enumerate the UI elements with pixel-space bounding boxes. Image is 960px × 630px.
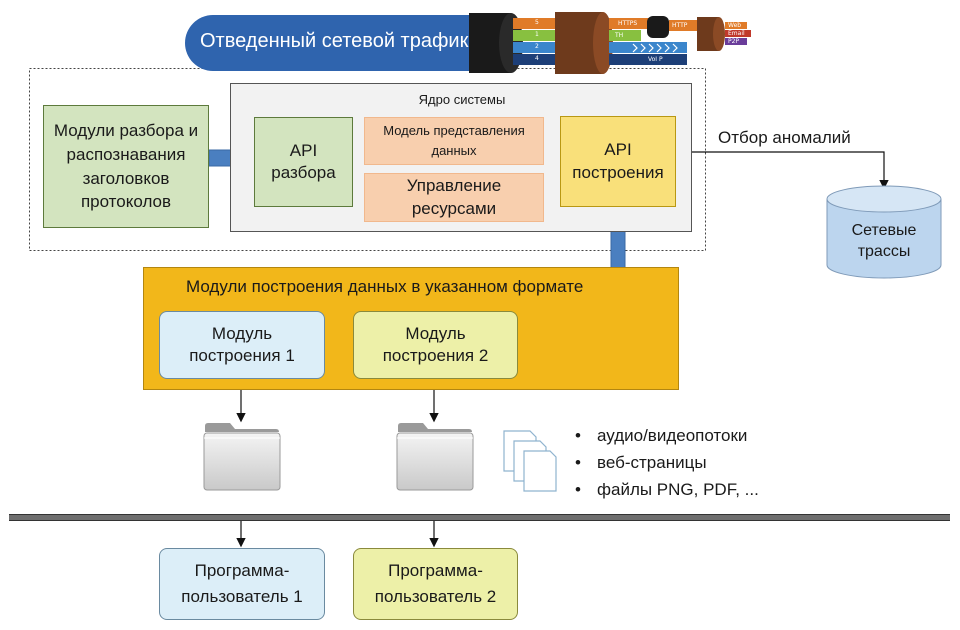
wire-label-5: 5 <box>535 19 539 26</box>
data-model-label: Модель представления данных <box>383 122 525 158</box>
user-program-2: Программа-пользователь 2 <box>353 548 518 620</box>
list-item: файлы PNG, PDF, ... <box>575 476 759 503</box>
label-th: TH <box>615 32 624 39</box>
wire-label-4: 4 <box>535 55 539 62</box>
label-https: HTTPS <box>618 20 638 27</box>
api-parse-label: API разбора <box>271 140 336 182</box>
output-formats-list: аудио/видеопотоки веб-страницы файлы PNG… <box>575 422 759 503</box>
system-core-title: Ядро системы <box>418 92 506 107</box>
builder-module-1: Модуль построения 1 <box>159 311 325 379</box>
builder-module-2: Модуль построения 2 <box>353 311 518 379</box>
api-build-label: API построения <box>572 140 664 182</box>
anomaly-connector <box>676 151 889 190</box>
tag-p2p: P2P <box>728 38 740 45</box>
user-program-1-label: Программа-пользователь 1 <box>181 560 303 606</box>
traffic-cable: Отведенный сетевой трафик 5 1 2 4 HTTPS … <box>185 10 765 76</box>
parsing-modules-label: Модули разбора и распознавания заголовко… <box>53 120 199 212</box>
wire-label-1: 1 <box>535 31 539 38</box>
folder-icon <box>202 420 282 492</box>
api-parse-box: API разбора <box>254 117 353 207</box>
wire-label-2: 2 <box>535 43 539 50</box>
folder-icon <box>395 420 475 492</box>
user-program-1: Программа-пользователь 1 <box>159 548 325 620</box>
tag-email: Email <box>728 30 745 37</box>
builder-module-1-label: Модуль построения 1 <box>189 323 295 365</box>
network-traces-db: Сетевые трассы <box>826 185 942 280</box>
user-program-2-label: Программа-пользователь 2 <box>374 560 497 606</box>
wire-5 <box>513 18 563 29</box>
builder-module-2-label: Модуль построения 2 <box>382 323 489 365</box>
data-bus <box>9 514 950 521</box>
builders-title: Модули построения данных в указанном фор… <box>186 277 584 296</box>
network-traces-label: Сетевые трассы <box>851 222 917 260</box>
wire-2 <box>513 42 563 53</box>
label-voip: VoI P <box>648 56 663 63</box>
label-http: HTTP <box>672 22 688 29</box>
list-item: веб-страницы <box>575 449 759 476</box>
parsing-modules-box: Модули разбора и распознавания заголовко… <box>43 105 209 228</box>
documents-icon <box>502 427 560 497</box>
wire-1 <box>513 30 563 41</box>
resources-label: Управление ресурсами <box>406 176 502 218</box>
tag-web: Web <box>728 22 742 29</box>
api-build-box: API построения <box>560 116 676 207</box>
anomaly-label: Отбор аномалий <box>718 128 851 147</box>
data-model-box: Модель представления данных <box>364 117 544 165</box>
list-item: аудио/видеопотоки <box>575 422 759 449</box>
wire-4 <box>513 54 563 65</box>
cable-title: Отведенный сетевой трафик <box>200 30 469 52</box>
resources-box: Управление ресурсами <box>364 173 544 222</box>
